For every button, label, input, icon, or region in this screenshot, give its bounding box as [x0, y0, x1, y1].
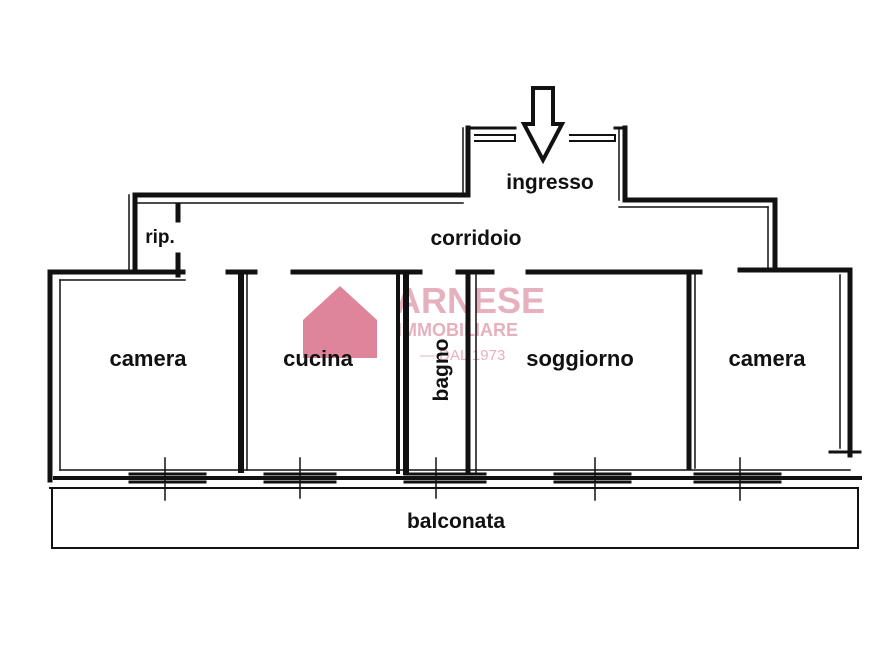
label-camera-right: camera [728, 346, 806, 371]
watermark-since: — DAL 1973 [420, 347, 505, 364]
label-ripostiglio: rip. [145, 227, 175, 248]
entrance-arrow-icon [520, 86, 566, 165]
label-corridoio: corridoio [430, 227, 521, 250]
label-ingresso: ingresso [506, 171, 594, 194]
label-bagno: bagno [430, 339, 453, 402]
watermark-subtitle: IMMOBILIARE [397, 320, 518, 340]
watermark-house-icon [303, 286, 377, 358]
label-camera-left: camera [109, 346, 187, 371]
walls [47, 125, 862, 549]
label-soggiorno: soggiorno [526, 346, 634, 371]
label-cucina: cucina [283, 346, 353, 371]
label-balconata: balconata [407, 510, 505, 533]
